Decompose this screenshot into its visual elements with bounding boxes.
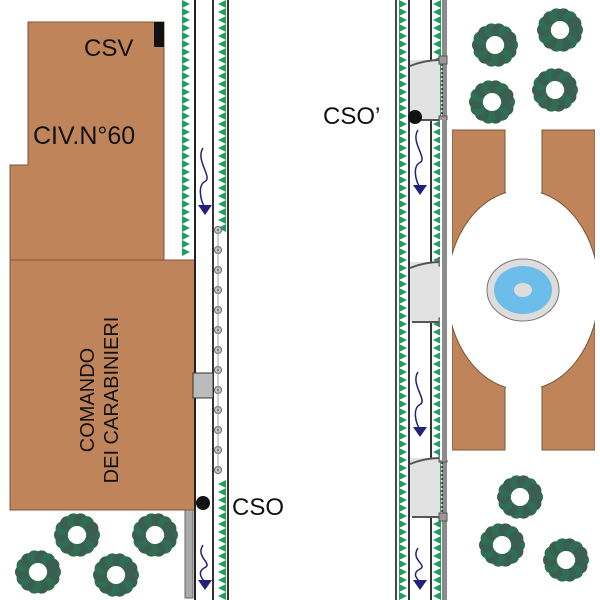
comando-label-1: COMANDO (77, 348, 99, 452)
tree-icon (497, 475, 543, 519)
flow-arrow-icon (413, 129, 427, 195)
hedge-row (218, 0, 226, 232)
cso-prime-label: CSO’ (323, 103, 380, 130)
tree-icon (469, 80, 515, 124)
hedge-row (182, 0, 190, 256)
tree-icon (54, 513, 100, 557)
tree-icon (543, 538, 589, 582)
tree-icon (532, 68, 578, 112)
tree-icon (537, 8, 583, 52)
tree-icon (479, 523, 525, 567)
flow-arrow-icon (198, 544, 212, 590)
manhole-icon (192, 372, 214, 399)
flow-arrow-icon (413, 371, 427, 437)
hedge-row (399, 0, 407, 600)
flow-arrow-icon (413, 547, 427, 590)
duct-segment (409, 453, 448, 522)
flow-arrow-icon (198, 147, 212, 215)
right-wall (442, 120, 447, 460)
cso-prime-point (408, 110, 422, 124)
tree-icon (472, 23, 518, 67)
cso-point (196, 496, 210, 510)
left-wall-strip (184, 509, 194, 599)
civ-label: CIV.N°60 (33, 122, 135, 150)
csv-label: CSV (84, 35, 133, 62)
hedge-row (218, 480, 226, 600)
comando-label-2: DEI CARABINIERI (101, 317, 123, 484)
cso-label: CSO (232, 494, 284, 521)
duct-segment (409, 55, 448, 125)
csv-marker (154, 22, 164, 47)
fountain-icon (486, 258, 560, 322)
building-comando (9, 259, 196, 511)
tree-icon (132, 513, 178, 557)
tree-icon (15, 550, 61, 594)
tree-icon (93, 553, 139, 597)
